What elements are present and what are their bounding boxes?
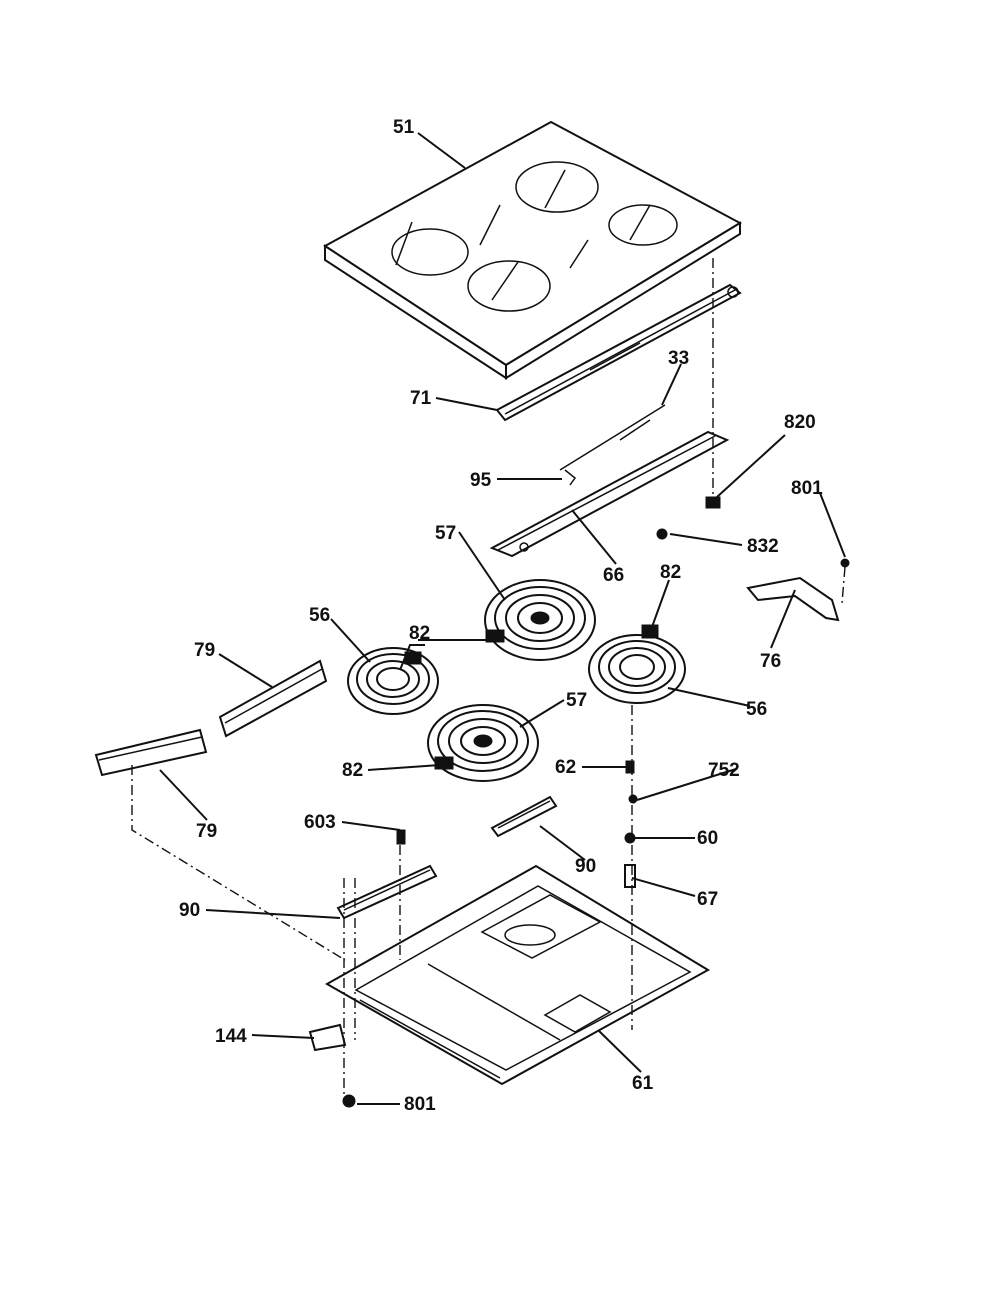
screw-820-icon [705, 496, 721, 509]
callout-79-lower: 79 [196, 821, 217, 842]
element-support-right [490, 795, 558, 838]
surface-element-small-right [588, 624, 686, 704]
surface-element-large-rear [484, 579, 596, 661]
trim-strip-upper [218, 659, 328, 738]
callout-90-left: 90 [179, 900, 200, 921]
callout-801-upper: 801 [791, 478, 823, 499]
callout-60: 60 [697, 828, 718, 849]
clip-bracket [746, 558, 850, 622]
callout-66: 66 [603, 565, 624, 586]
callout-832: 832 [747, 536, 779, 557]
callout-56-left: 56 [309, 605, 330, 626]
screw-603-icon [396, 829, 406, 845]
washer-60-icon [624, 832, 636, 844]
element-bracket [489, 404, 730, 558]
callout-33: 33 [668, 348, 689, 369]
callout-90-right: 90 [575, 856, 596, 877]
surface-element-small-left [347, 644, 439, 715]
callout-82-right: 82 [660, 562, 681, 583]
cooktop-glass [323, 120, 743, 380]
callout-801-lower: 801 [404, 1094, 436, 1115]
callout-603: 603 [304, 812, 336, 833]
callout-57-front: 57 [566, 690, 587, 711]
nut-752-icon [628, 794, 638, 804]
callout-71: 71 [410, 388, 432, 409]
element-support-left [336, 864, 438, 920]
rear-trim [495, 283, 742, 422]
callout-labels: 51 71 33 95 820 801 832 57 66 82 82 56 7… [179, 117, 823, 1115]
callout-79-upper: 79 [194, 640, 215, 661]
callout-820: 820 [784, 412, 816, 433]
trim-strip-lower [94, 728, 208, 777]
leader-lines [159, 132, 846, 1105]
callout-67: 67 [697, 889, 718, 910]
bracket-144-icon [308, 1023, 347, 1052]
callout-57-rear: 57 [435, 523, 456, 544]
screw-801-lower-icon [342, 1094, 356, 1108]
callout-144: 144 [215, 1026, 247, 1047]
surface-element-large-front [427, 704, 539, 782]
callout-61: 61 [632, 1073, 654, 1094]
callout-76: 76 [760, 651, 781, 672]
spacer-67-icon [624, 864, 636, 888]
callout-62: 62 [555, 757, 576, 778]
callout-51: 51 [393, 117, 415, 138]
callout-56-right: 56 [746, 699, 767, 720]
callout-82-front: 82 [342, 760, 363, 781]
callout-752: 752 [708, 760, 740, 781]
callout-82-center: 82 [409, 623, 430, 644]
cooktop-pan [324, 864, 710, 1086]
callout-95: 95 [470, 470, 492, 491]
